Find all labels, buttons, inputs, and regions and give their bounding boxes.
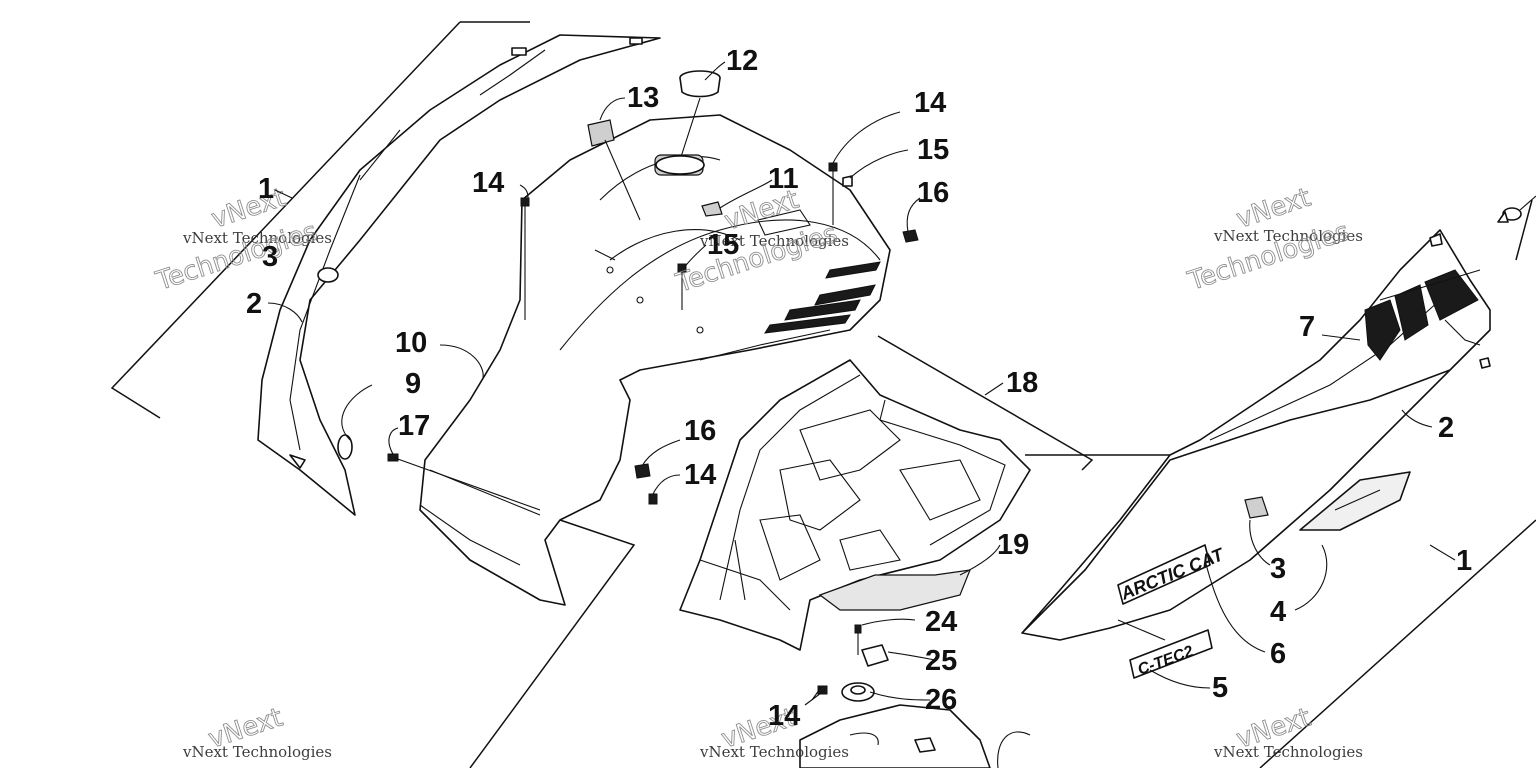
callout-numbers: 1 3 2 9 10 17 14 13 12 11 15 14 15 16 18… <box>246 45 1472 732</box>
watermark-line: vNext Technologies <box>182 743 332 761</box>
part-12-cap <box>679 61 726 161</box>
watermark-line: vNext Technologies <box>699 232 849 250</box>
lower-bracket-parts <box>799 644 1031 768</box>
watermark-line: vNext Technologies <box>182 229 332 247</box>
callout-14-a: 14 <box>472 167 504 199</box>
callout-14-d: 14 <box>768 700 800 732</box>
callout-3-left: 3 <box>262 241 278 273</box>
callout-10: 10 <box>395 327 427 359</box>
callout-18: 18 <box>1006 367 1038 399</box>
callout-17: 17 <box>398 410 430 442</box>
callout-3-right: 3 <box>1270 553 1286 585</box>
left-side-panel <box>257 34 661 516</box>
callout-4: 4 <box>1270 596 1286 628</box>
part-9-ring <box>337 384 373 460</box>
ctec2-decal: C-TEC2 <box>1129 629 1213 689</box>
watermark-line: vNext Technologies <box>1213 743 1363 761</box>
part-18-inner-tub <box>679 359 1031 651</box>
callout-16-a: 16 <box>917 177 949 209</box>
callout-19: 19 <box>997 529 1029 561</box>
callout-15-center: 15 <box>707 229 739 261</box>
part-11-pad <box>701 179 773 217</box>
watermark-line: vNext Technologies <box>699 743 849 761</box>
callout-1-left: 1 <box>258 173 274 205</box>
inner-cylinder <box>655 155 705 175</box>
callout-12: 12 <box>726 45 758 77</box>
part-13-label <box>587 97 641 221</box>
callout-2-left: 2 <box>246 288 262 320</box>
callout-2-right: 2 <box>1438 412 1454 444</box>
callout-6: 6 <box>1270 638 1286 670</box>
callout-16-b: 16 <box>684 415 716 447</box>
watermark-line: vNext Technologies <box>1213 227 1363 245</box>
callout-26: 26 <box>925 684 957 716</box>
callout-25: 25 <box>925 645 957 677</box>
callout-24: 24 <box>925 606 957 638</box>
callout-14-b: 14 <box>914 87 946 119</box>
callout-13: 13 <box>627 82 659 114</box>
fasteners <box>387 111 921 706</box>
callout-5: 5 <box>1212 672 1228 704</box>
callout-11: 11 <box>768 163 799 195</box>
callout-1-right: 1 <box>1456 545 1472 577</box>
callout-14-c: 14 <box>684 459 716 491</box>
callout-9: 9 <box>405 368 421 400</box>
callout-15-right: 15 <box>917 134 949 166</box>
callout-7: 7 <box>1299 311 1315 343</box>
part-19-panel <box>818 544 1001 611</box>
frame-lines <box>110 21 1536 768</box>
